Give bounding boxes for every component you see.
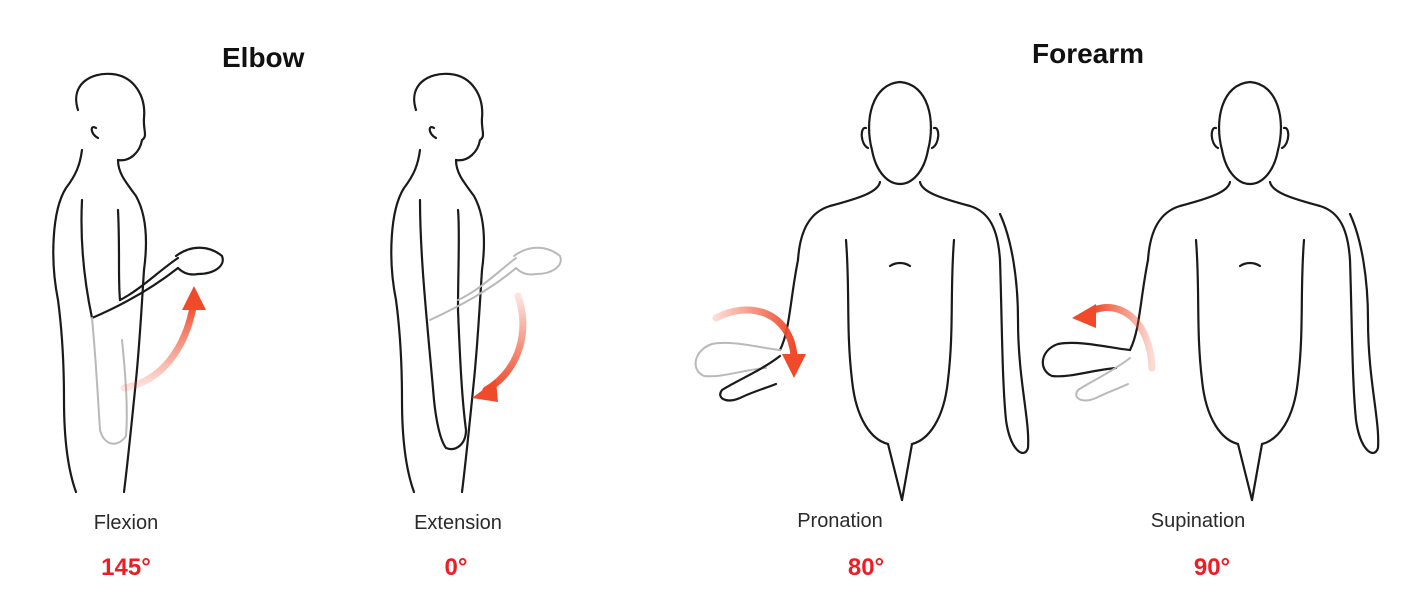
pronation-figure [694,80,1030,502]
movement-label-pronation: Pronation [797,510,883,532]
movement-label-extension: Extension [414,512,502,534]
supination-figure [1041,80,1380,502]
elbow-title: Elbow [222,42,305,73]
movement-label-flexion: Flexion [93,512,159,534]
movement-value-flexion: 145° [101,554,151,581]
movement-label-supination: Supination [1150,510,1246,532]
extension-figure [390,72,562,494]
flexion-figure [52,72,224,494]
forearm-title: Forearm [1032,38,1145,69]
movement-value-extension: 0° [444,554,468,581]
movement-value-pronation: 80° [847,554,885,581]
movement-value-supination: 90° [1193,554,1231,581]
